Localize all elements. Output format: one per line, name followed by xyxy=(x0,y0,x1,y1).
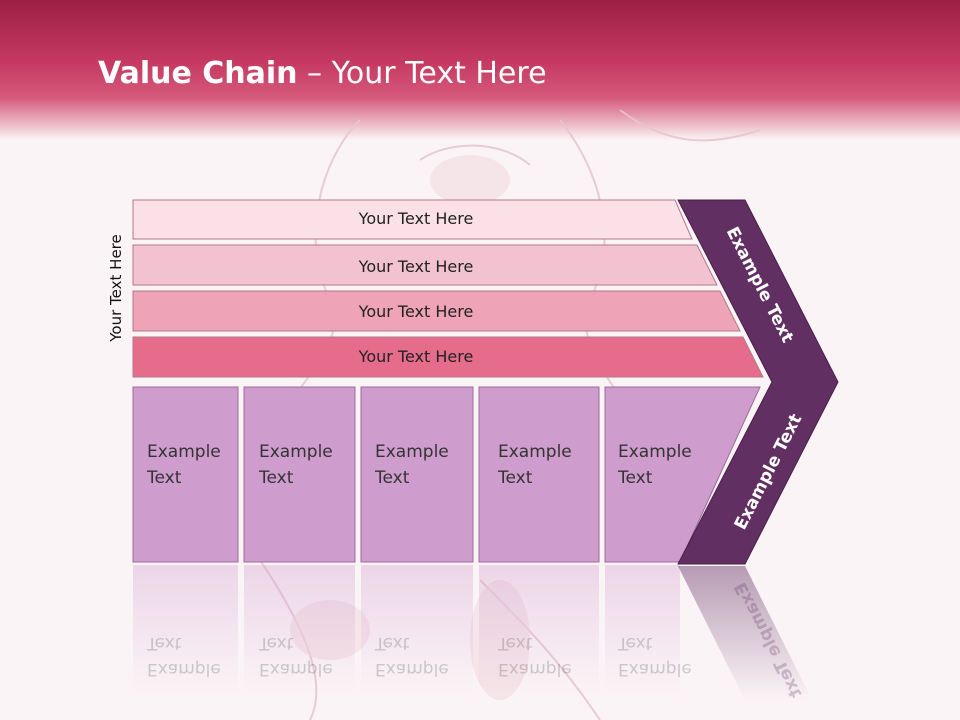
cell-5-line2: Text xyxy=(618,468,653,488)
cell-reflection-3-line2: Text xyxy=(375,633,410,653)
cell-reflection-1-line2: Text xyxy=(147,633,182,653)
cell-5-line1: Example xyxy=(618,442,692,462)
cell-reflection-1: Example Text xyxy=(147,630,237,682)
title-rest: – Your Text Here xyxy=(297,56,547,91)
chevron-arrow xyxy=(677,199,839,565)
cell-reflection-3-line1: Example xyxy=(375,659,449,679)
slide-title: Value Chain – Your Text Here xyxy=(98,56,547,91)
cell-reflection-1-line1: Example xyxy=(147,659,221,679)
cell-1 xyxy=(132,386,239,563)
cell-reflection-2-line2: Text xyxy=(259,633,294,653)
cell-reflection-5-line1: Example xyxy=(618,659,692,679)
title-bold: Value Chain xyxy=(98,56,298,91)
bar-2 xyxy=(132,244,718,286)
cell-3-line1: Example xyxy=(375,442,449,462)
cell-reflection-3: Example Text xyxy=(375,630,465,682)
cell-4-line2: Text xyxy=(498,468,533,488)
cell-4 xyxy=(478,386,600,563)
cell-reflection-2-line1: Example xyxy=(259,659,333,679)
cell-reflection-4-line2: Text xyxy=(498,633,533,653)
cell-1-line2: Text xyxy=(147,468,182,488)
cell-2-line2: Text xyxy=(259,468,294,488)
cell-3-line2: Text xyxy=(375,468,410,488)
cell-reflection-5: Example Text xyxy=(618,630,708,682)
bar-label-1: Your Text Here xyxy=(358,209,474,228)
cell-1-line1: Example xyxy=(147,442,221,462)
bar-label-4: Your Text Here xyxy=(358,347,474,366)
cell-reflection-2: Example Text xyxy=(259,630,349,682)
bar-1 xyxy=(132,199,693,240)
cell-4-line1: Example xyxy=(498,442,572,462)
cell-3 xyxy=(360,386,474,563)
bar-label-3: Your Text Here xyxy=(358,302,474,321)
cell-2-line1: Example xyxy=(259,442,333,462)
slide-header xyxy=(0,0,960,140)
cell-reflection-4-line1: Example xyxy=(498,659,572,679)
bar-3 xyxy=(132,290,741,332)
bar-4 xyxy=(132,336,764,378)
bar-label-2: Your Text Here xyxy=(358,257,474,276)
cell-2 xyxy=(243,386,356,563)
cell-reflection-5-line2: Text xyxy=(618,633,653,653)
cell-reflection-4: Example Text xyxy=(498,630,588,682)
